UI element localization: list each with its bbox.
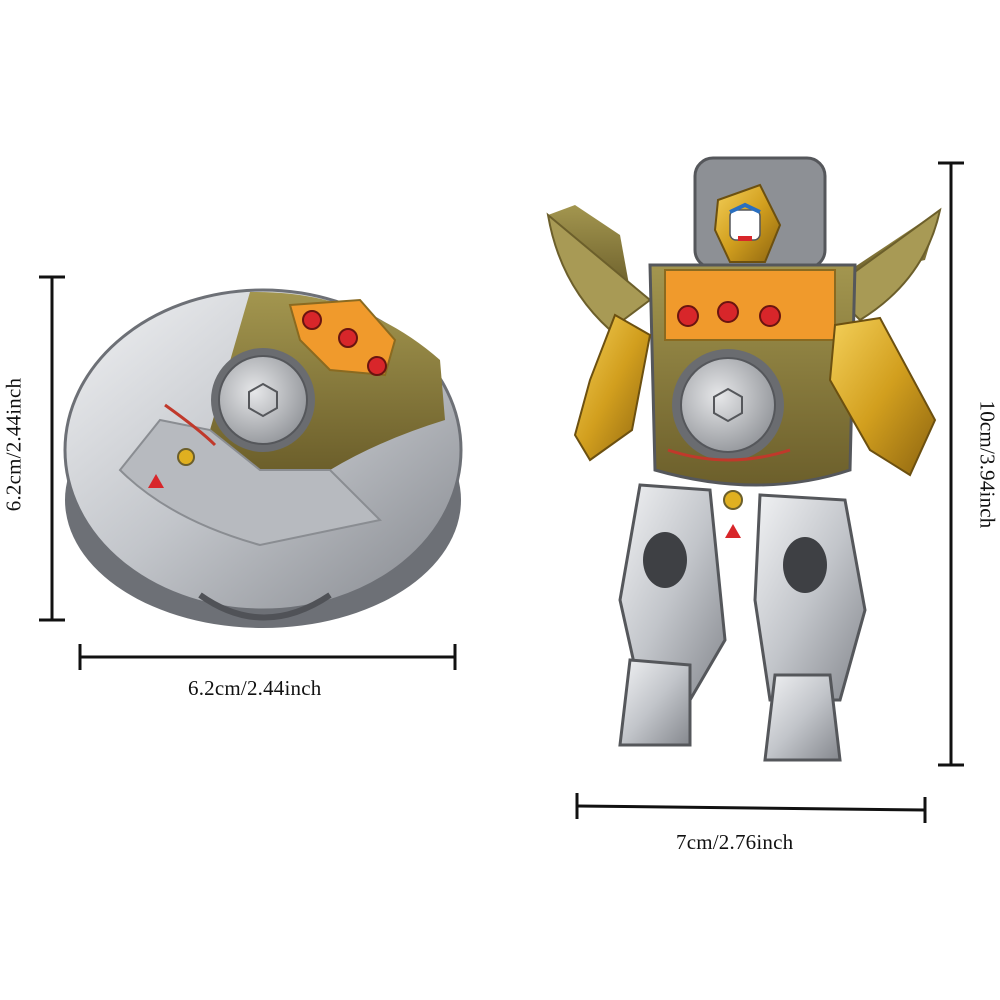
disc-height-label: 6.2cm/2.44inch — [1, 377, 26, 512]
robot-toy-image — [546, 156, 942, 762]
disc-width-dimension-line — [78, 644, 457, 670]
disc-toy-image — [63, 288, 463, 628]
robot-width-label: 7cm/2.76inch — [676, 830, 794, 854]
disc-width-label: 6.2cm/2.44inch — [188, 676, 322, 700]
robot-height-dimension-line — [938, 161, 964, 767]
disc-height-dimension-line — [39, 275, 65, 622]
robot-width-dimension-line — [575, 793, 927, 823]
robot-height-label: 10cm/3.94inch — [975, 400, 1000, 529]
